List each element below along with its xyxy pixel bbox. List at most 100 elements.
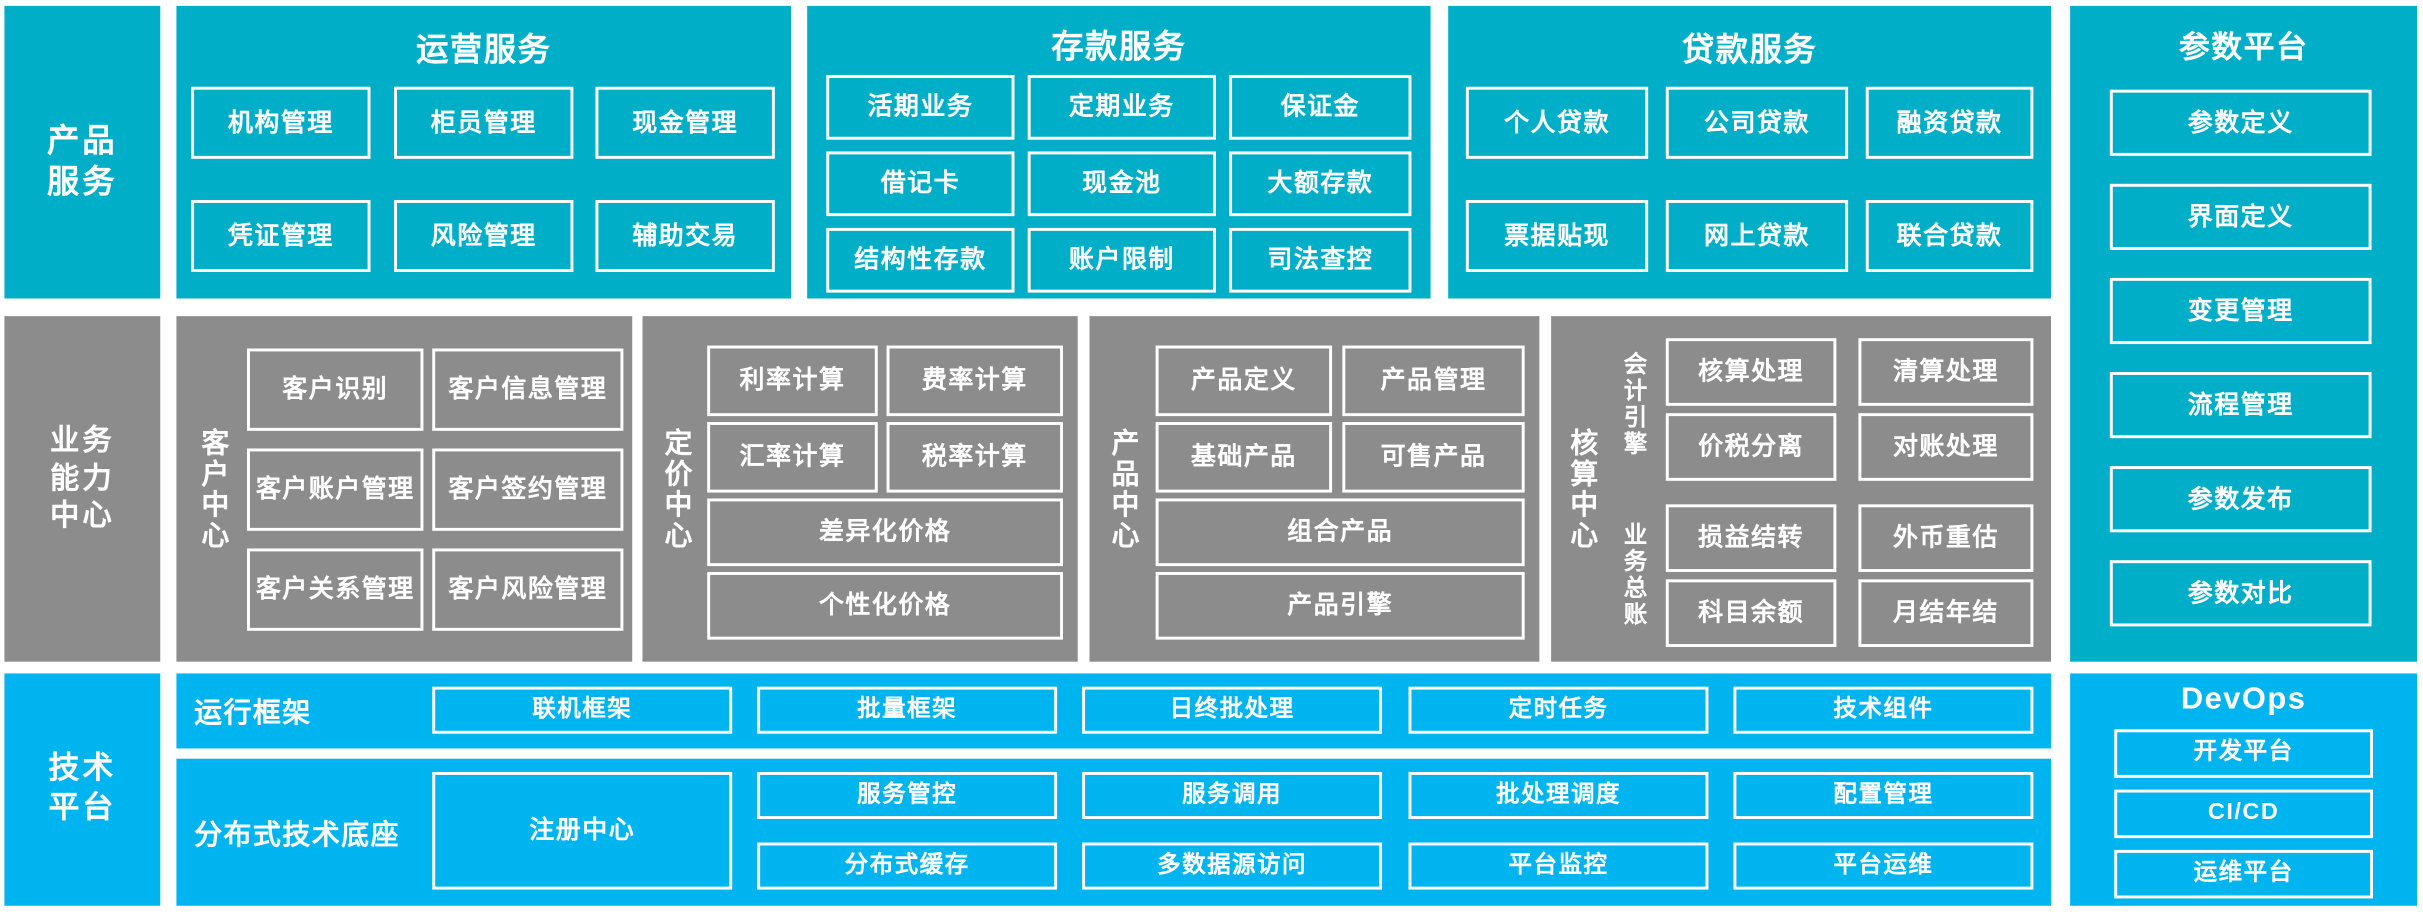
center-customer: 客户中心 客户识别 客户信息管理 客户账户管理 客户签约管理 客户关系管理 客户… (176, 316, 633, 662)
chip-parameter-1[interactable]: 参数定义 (2109, 89, 2372, 156)
chip-runtime-4[interactable]: 定时任务 (1408, 686, 1709, 734)
chip-customer-4[interactable]: 客户签约管理 (432, 448, 624, 531)
chip-base-col2-bottom[interactable]: 多数据源访问 (1082, 842, 1383, 890)
chip-runtime-3[interactable]: 日终批处理 (1082, 686, 1383, 734)
chip-deposit-1[interactable]: 活期业务 (826, 74, 1015, 140)
chip-base-col3-top[interactable]: 批处理调度 (1408, 771, 1709, 820)
chip-parameter-3[interactable]: 变更管理 (2109, 277, 2372, 345)
chip-base-col1-bottom[interactable]: 分布式缓存 (757, 842, 1058, 890)
chip-deposit-8[interactable]: 账户限制 (1027, 227, 1216, 293)
chip-product-2[interactable]: 产品管理 (1342, 345, 1525, 417)
center-customer-label: 客户中心 (196, 427, 228, 551)
chip-deposit-5[interactable]: 现金池 (1027, 151, 1216, 217)
chip-base-col4-bottom[interactable]: 平台运维 (1733, 842, 2034, 890)
rail-technology-platform-label: 技术 平台 (48, 751, 117, 825)
chip-accounting-3[interactable]: 价税分离 (1665, 413, 1837, 481)
band-distributed-base: 分布式技术底座 注册中心 服务管控 分布式缓存 服务调用 多数据源访问 批处理调… (176, 758, 2052, 906)
group-operation-services-title: 运营服务 (416, 30, 552, 68)
chip-pricing-6[interactable]: 个性化价格 (707, 571, 1064, 640)
chip-loan-1[interactable]: 个人贷款 (1465, 86, 1649, 159)
group-deposit-services-title: 存款服务 (1051, 27, 1187, 65)
chip-deposit-4[interactable]: 借记卡 (826, 151, 1015, 217)
band-runtime-framework: 运行框架 联机框架 批量框架 日终批处理 定时任务 技术组件 (176, 673, 2052, 749)
chip-loan-4[interactable]: 票据贴现 (1465, 199, 1649, 273)
chip-base-col2-top[interactable]: 服务调用 (1082, 771, 1383, 820)
chip-product-4[interactable]: 可售产品 (1342, 422, 1525, 493)
band-distributed-base-label: 分布式技术底座 (194, 819, 400, 851)
group-operation-services: 运营服务 机构管理 柜员管理 现金管理 凭证管理 风险管理 辅助交易 (176, 5, 792, 299)
rail-business-capability: 业务 能力 中心 (4, 316, 161, 662)
chip-pricing-5[interactable]: 差异化价格 (707, 498, 1064, 567)
group-loan-services-title: 贷款服务 (1681, 30, 1818, 68)
chip-base-col4-top[interactable]: 配置管理 (1733, 771, 2034, 820)
center-pricing-label: 定价中心 (660, 427, 691, 551)
group-loan-services: 贷款服务 个人贷款 公司贷款 融资贷款 票据贴现 网上贷款 联合贷款 (1448, 5, 2052, 299)
chip-operation-5[interactable]: 风险管理 (394, 199, 574, 273)
chip-pricing-3[interactable]: 汇率计算 (707, 422, 878, 493)
center-pricing: 定价中心 利率计算 费率计算 汇率计算 税率计算 差异化价格 个性化价格 (642, 316, 1078, 662)
rail-technology-platform: 技术 平台 (4, 673, 161, 906)
subgroup-general-ledger-label: 业务总账 (1619, 521, 1645, 628)
panel-parameter-platform-title: 参数平台 (2178, 30, 2309, 65)
chip-customer-1[interactable]: 客户识别 (247, 348, 424, 431)
chip-pricing-2[interactable]: 费率计算 (886, 345, 1064, 417)
chip-parameter-6[interactable]: 参数对比 (2109, 560, 2372, 627)
chip-accounting-4[interactable]: 对账处理 (1858, 413, 2034, 481)
band-runtime-framework-label: 运行框架 (194, 698, 312, 730)
chip-loan-5[interactable]: 网上贷款 (1665, 199, 1849, 273)
chip-operation-4[interactable]: 凭证管理 (191, 199, 371, 273)
chip-pricing-4[interactable]: 税率计算 (886, 422, 1064, 493)
chip-operation-3[interactable]: 现金管理 (595, 86, 775, 159)
chip-accounting-2[interactable]: 清算处理 (1858, 338, 2034, 406)
chip-devops-1[interactable]: 开发平台 (2114, 729, 2374, 778)
center-product: 产品中心 产品定义 产品管理 基础产品 可售产品 组合产品 产品引擎 (1089, 316, 1540, 662)
chip-loan-3[interactable]: 融资贷款 (1865, 86, 2034, 159)
chip-pricing-1[interactable]: 利率计算 (707, 345, 878, 417)
panel-devops: DevOps 开发平台 CI/CD 运维平台 (2070, 673, 2418, 906)
chip-runtime-2[interactable]: 批量框架 (757, 686, 1058, 734)
chip-devops-2[interactable]: CI/CD (2114, 789, 2374, 839)
chip-parameter-5[interactable]: 参数发布 (2109, 466, 2372, 533)
chip-product-3[interactable]: 基础产品 (1155, 422, 1333, 493)
chip-runtime-5[interactable]: 技术组件 (1733, 686, 2034, 734)
rail-business-capability-label: 业务 能力 中心 (49, 424, 115, 533)
chip-customer-6[interactable]: 客户风险管理 (432, 548, 624, 631)
chip-base-col3-bottom[interactable]: 平台监控 (1408, 842, 1709, 890)
chip-deposit-7[interactable]: 结构性存款 (826, 227, 1015, 293)
subgroup-accounting-engine-label: 会计引擎 (1619, 351, 1645, 458)
chip-loan-2[interactable]: 公司贷款 (1665, 86, 1849, 159)
chip-operation-2[interactable]: 柜员管理 (394, 86, 574, 159)
chip-runtime-1[interactable]: 联机框架 (432, 686, 733, 734)
center-product-label: 产品中心 (1107, 427, 1138, 551)
chip-deposit-3[interactable]: 保证金 (1229, 74, 1412, 140)
rail-product-services: 产品 服务 (4, 5, 161, 299)
chip-operation-1[interactable]: 机构管理 (191, 86, 371, 159)
group-deposit-services: 存款服务 活期业务 定期业务 保证金 借记卡 现金池 大额存款 结构性存款 账户… (807, 5, 1431, 299)
chip-accounting-5[interactable]: 损益结转 (1665, 504, 1837, 572)
panel-devops-title: DevOps (2180, 682, 2307, 717)
rail-product-services-label: 产品 服务 (47, 122, 118, 201)
chip-product-1[interactable]: 产品定义 (1155, 345, 1333, 417)
chip-customer-5[interactable]: 客户关系管理 (247, 548, 424, 631)
chip-parameter-4[interactable]: 流程管理 (2109, 372, 2372, 439)
chip-accounting-7[interactable]: 科目余额 (1665, 579, 1837, 647)
center-accounting-label: 核算中心 (1565, 427, 1597, 551)
chip-accounting-6[interactable]: 外币重估 (1858, 504, 2034, 572)
chip-operation-6[interactable]: 辅助交易 (595, 199, 775, 273)
chip-accounting-8[interactable]: 月结年结 (1858, 579, 2034, 647)
chip-deposit-9[interactable]: 司法查控 (1229, 227, 1412, 293)
chip-registry-center[interactable]: 注册中心 (432, 771, 733, 890)
chip-deposit-6[interactable]: 大额存款 (1229, 151, 1412, 217)
center-accounting: 核算中心 会计引擎 业务总账 核算处理 清算处理 价税分离 对账处理 损益结转 … (1551, 316, 2052, 662)
chip-base-col1-top[interactable]: 服务管控 (757, 771, 1058, 820)
chip-product-5[interactable]: 组合产品 (1155, 498, 1525, 567)
chip-deposit-2[interactable]: 定期业务 (1027, 74, 1216, 140)
chip-product-6[interactable]: 产品引擎 (1155, 571, 1525, 640)
chip-parameter-2[interactable]: 界面定义 (2109, 183, 2372, 250)
chip-loan-6[interactable]: 联合贷款 (1865, 199, 2034, 273)
chip-customer-2[interactable]: 客户信息管理 (432, 348, 624, 431)
chip-devops-3[interactable]: 运维平台 (2114, 849, 2374, 899)
chip-accounting-1[interactable]: 核算处理 (1665, 338, 1837, 406)
chip-customer-3[interactable]: 客户账户管理 (247, 448, 424, 531)
